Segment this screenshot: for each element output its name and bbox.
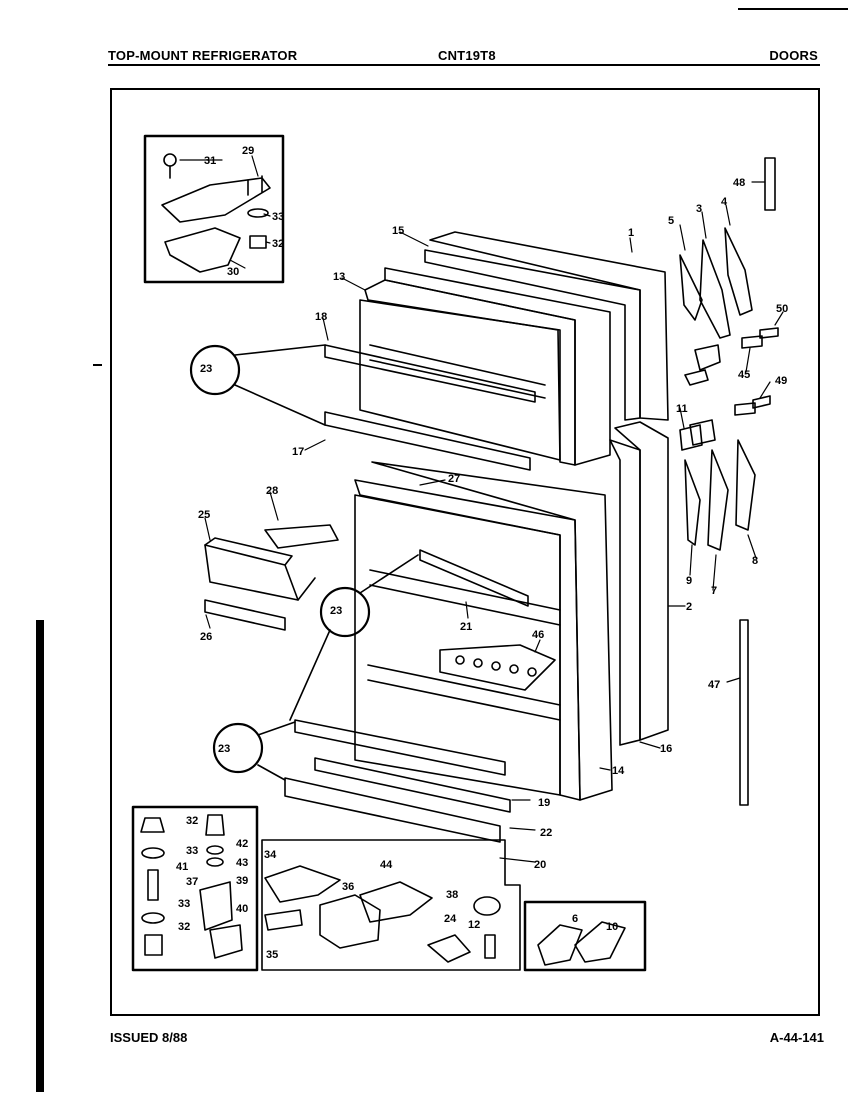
callout-13: 13 [333,271,345,283]
fresh-food-door-assembly [284,421,669,843]
callout-28: 28 [266,485,278,497]
dairy-compartment-parts [204,524,339,631]
callout-4: 4 [721,196,728,208]
inset-top-hinge-cover [143,134,285,284]
callout-32-c: 32 [178,921,190,933]
header-rule [108,64,820,66]
callout-6-inset: 6 [572,913,578,925]
callout-29: 29 [242,145,254,157]
callout-50: 50 [776,303,788,315]
callout-14: 14 [612,765,625,777]
callout-20: 20 [534,859,546,871]
footer-issue-date: ISSUED 8/88 [110,1030,188,1045]
callout-49: 49 [775,375,787,387]
callout-48: 48 [733,177,745,189]
callout-38: 38 [446,889,458,901]
inset-hinge-pin-parts [131,805,259,972]
callout-36: 36 [342,881,354,893]
callout-15: 15 [392,225,404,237]
footer-page-code: A-44-141 [769,1030,824,1045]
callout-21: 21 [460,621,472,633]
callout-7: 7 [711,585,717,597]
top-edge-mark [738,8,848,10]
callout-1: 1 [628,227,634,239]
callout-10: 10 [606,921,618,933]
callout-5: 5 [668,215,674,227]
callout-46: 46 [532,629,544,641]
callout-37: 37 [186,876,198,888]
callout-31: 31 [204,155,216,167]
callout-19: 19 [538,797,550,809]
callout-3: 3 [696,203,702,215]
callout-44: 44 [380,859,393,871]
callout-40: 40 [236,903,248,915]
callout-33-c: 33 [178,898,190,910]
bracket-parts [261,839,521,971]
callout-25: 25 [198,509,210,521]
callout-11: 11 [676,403,688,415]
freezer-door-assembly [324,231,669,471]
callout-45: 45 [738,369,750,381]
header-section: DOORS [769,48,818,63]
callout-30: 30 [227,266,239,278]
header-product-type: TOP-MOUNT REFRIGERATOR [108,48,298,63]
callout-27: 27 [448,473,460,485]
callout-24: 24 [444,913,457,925]
callout-labels: 29 31 33 32 30 15 1 13 18 23 17 27 28 25… [176,145,788,961]
callout-35: 35 [266,949,278,961]
callout-47: 47 [708,679,720,691]
callout-33: 33 [272,211,284,223]
callout-18: 18 [315,311,327,323]
callout-42: 42 [236,838,248,850]
callout-33-b: 33 [186,845,198,857]
callout-22: 22 [540,827,552,839]
callout-41: 41 [176,861,188,873]
hinge-parts-right [679,157,779,806]
callout-17: 17 [292,446,304,458]
leader-lines [179,155,784,863]
magnifier-circles [189,344,419,781]
callout-9: 9 [686,575,692,587]
callout-8: 8 [752,555,758,567]
callout-12: 12 [468,919,480,931]
callout-16: 16 [660,743,672,755]
callout-43: 43 [236,857,248,869]
callout-23-b: 23 [330,605,342,617]
callout-23-a: 23 [200,363,212,375]
callout-23-c: 23 [218,743,230,755]
diagram-frame [110,88,820,1016]
scan-edge-bar [36,620,44,1092]
callout-39: 39 [236,875,248,887]
callout-2: 2 [686,601,692,613]
header-model-number: CNT19T8 [438,48,496,63]
inset-hinge-covers [523,900,647,972]
callout-32: 32 [272,238,284,250]
callout-32-b: 32 [186,815,198,827]
callout-34: 34 [264,849,277,861]
margin-tick [93,364,102,366]
callout-26: 26 [200,631,212,643]
